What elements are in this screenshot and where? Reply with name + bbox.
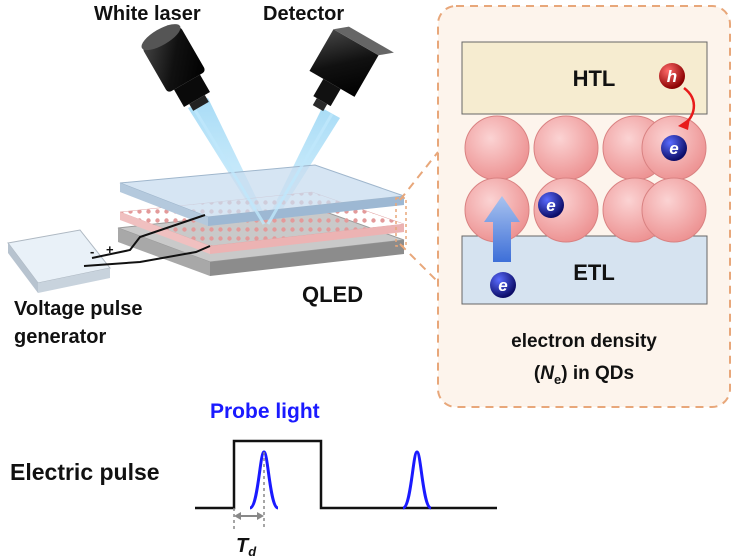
hole-symbol: h [667, 67, 677, 86]
hole-particle: h [659, 63, 685, 89]
electric-pulse-label: Electric pulse [10, 459, 160, 485]
inset-leader-lines [399, 151, 439, 283]
voltage-pulse-generator-box [7, 229, 111, 293]
electron-symbol: e [546, 196, 555, 215]
probe-light-label: Probe light [210, 400, 320, 423]
probe-pulses [248, 450, 433, 510]
electric-pulse-waveform [195, 439, 497, 510]
electron-particle-qd-mid: e [538, 192, 564, 218]
delay-time-marker [233, 452, 265, 530]
electron-symbol: e [498, 276, 507, 295]
electron-particle-etl: e [490, 272, 516, 298]
electron-particle-qd-top: e [661, 135, 687, 161]
plus-terminal: + [106, 242, 114, 257]
htl-label: HTL [573, 66, 616, 91]
electron-injection-arrow [484, 196, 520, 262]
electron-symbol: e [669, 139, 678, 158]
wires [83, 214, 211, 267]
td-label: Td [236, 535, 257, 558]
electron-density-ne-label: (Ne) in QDs [534, 363, 634, 387]
electron-density-label: electron density [511, 331, 657, 352]
white-laser [141, 24, 210, 111]
voltage-pulse-generator-label: Voltage pulse generator [14, 298, 143, 348]
quantum-dots [464, 115, 707, 243]
qled-label: QLED [302, 282, 364, 307]
white-laser-label: White laser [94, 3, 201, 25]
detector [309, 26, 394, 112]
minus-terminal: - [90, 244, 94, 259]
etl-label: ETL [573, 260, 615, 285]
detector-label: Detector [263, 3, 345, 25]
